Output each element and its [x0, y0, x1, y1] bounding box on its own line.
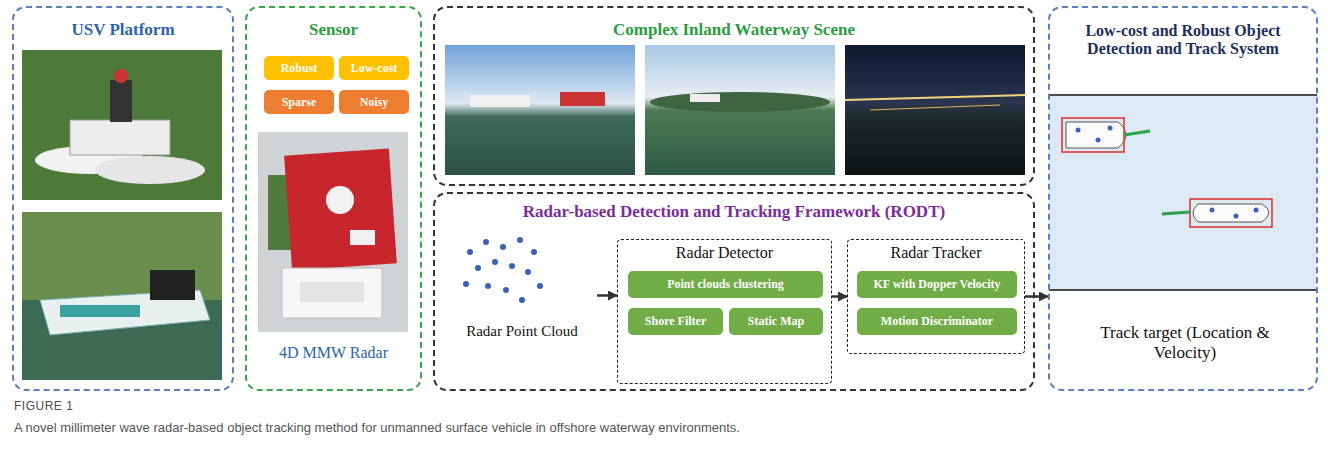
process-pill: Motion Discriminator [857, 308, 1017, 335]
node-text: Robust [281, 61, 318, 76]
figure-number: FIGURE 1 [14, 399, 73, 413]
node-text: Radar Detector [618, 244, 831, 262]
node-text: Low-cost [351, 61, 398, 76]
property-tag: Robust [264, 56, 334, 80]
property-tag: Noisy [339, 90, 409, 114]
point-cloud-node: Radar Point Cloud [447, 227, 597, 352]
output-panel: Low-cost and Robust Object Detection and… [1048, 6, 1318, 391]
usv-photo [22, 50, 222, 200]
process-pill: Static Map [729, 308, 823, 335]
framework-panel: Radar-based Detection and Tracking Frame… [433, 192, 1035, 391]
node-text: Radar Tracker [848, 244, 1024, 262]
process-pill: KF with Dopper Velocity [857, 271, 1017, 298]
node-text: Shore Filter [645, 314, 706, 329]
point-cloud [463, 237, 543, 303]
node-text: Radar-based Detection and Tracking Frame… [439, 202, 1029, 222]
node-text: Point clouds clustering [667, 277, 784, 292]
property-tag: Sparse [264, 90, 334, 114]
scene-photo [645, 45, 835, 175]
node-text: Motion Discriminator [881, 314, 993, 329]
node-text: Noisy [360, 95, 389, 110]
node-text: KF with Dopper Velocity [873, 277, 1000, 292]
node-text: Radar Point Cloud [447, 323, 597, 340]
scene-panel: Complex Inland Waterway Scene [433, 6, 1035, 186]
node-text: 4D MMW Radar [251, 344, 416, 362]
scene-photo [445, 45, 635, 175]
platform-panel: USV Platform [12, 6, 234, 391]
usv-photo [22, 212, 222, 380]
tracking-illustration [1049, 95, 1317, 290]
node-text: Low-cost and Robust Object Detection and… [1054, 22, 1312, 58]
flow-arrow [1025, 295, 1048, 298]
flow-arrow [832, 295, 847, 298]
output-box: Track target (Location & Velocity) [1050, 293, 1320, 393]
figure-caption: A novel millimeter wave radar-based obje… [14, 420, 1314, 435]
scene-photo [845, 45, 1025, 175]
detector-box: Radar DetectorPoint clouds clusteringSho… [617, 239, 832, 384]
node-text: Track target (Location & Velocity) [1090, 323, 1280, 363]
process-pill: Point clouds clustering [628, 271, 823, 298]
process-pill: Shore Filter [628, 308, 723, 335]
sensor-panel: Sensor 4D MMW Radar Robust Low-costSparse No… [245, 6, 422, 391]
node-text: Sensor [251, 20, 416, 40]
flow-arrow [597, 294, 617, 297]
node-text: Complex Inland Waterway Scene [439, 20, 1029, 40]
node-text: Static Map [748, 314, 804, 329]
node-text: Sparse [282, 95, 317, 110]
tracker-box: Radar Tracker KF with Dopper VelocityMoti… [847, 239, 1025, 354]
radar-photo [258, 132, 408, 332]
property-tag: Low-cost [339, 56, 409, 80]
node-text: USV Platform [18, 20, 228, 40]
